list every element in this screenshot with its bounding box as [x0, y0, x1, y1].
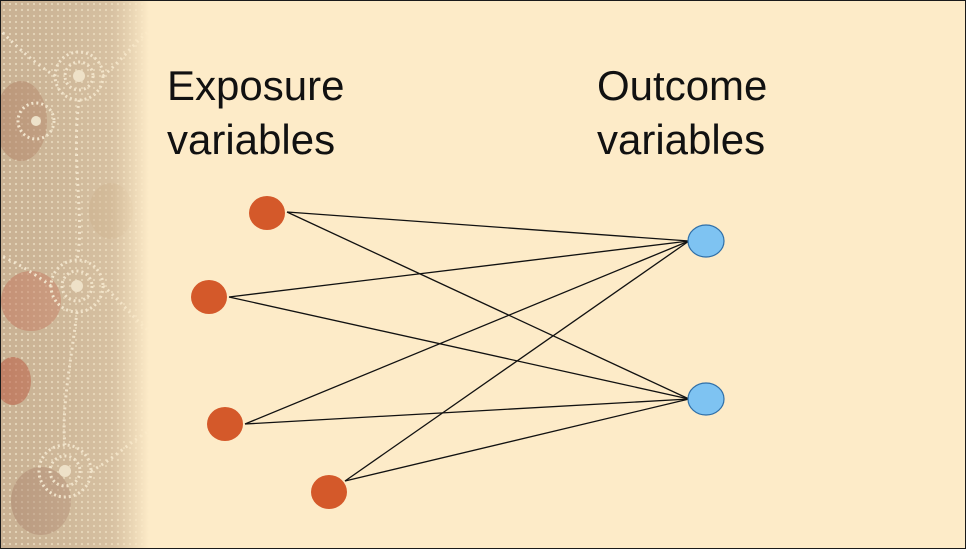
exposure-heading-line1: Exposure [167, 62, 345, 109]
edge-exposure-4-to-outcome-2 [344, 398, 690, 482]
dot-painting-artwork [1, 1, 149, 548]
edge-exposure-3-to-outcome-1 [244, 240, 690, 425]
outcome-variables-heading: Outcome variables [597, 59, 767, 167]
edge-exposure-2-to-outcome-1 [228, 240, 690, 298]
outcome-heading-line1: Outcome [597, 62, 768, 109]
exposure-variables-heading: Exposure variables [167, 59, 344, 167]
edge-exposure-2-to-outcome-2 [228, 296, 690, 400]
exposure-4-node [311, 475, 347, 509]
outcome-heading-line2: variables [597, 116, 766, 163]
outcome-1-node [687, 224, 725, 258]
exposure-2-node [191, 280, 227, 314]
edge-exposure-3-to-outcome-2 [244, 398, 690, 425]
edge-exposure-1-to-outcome-1 [286, 211, 690, 242]
exposure-heading-line2: variables [167, 116, 336, 163]
outcome-2-node [687, 382, 725, 416]
edge-exposure-4-to-outcome-1 [344, 240, 690, 482]
node-group [191, 196, 725, 509]
edge-exposure-1-to-outcome-2 [286, 211, 690, 400]
exposure-1-node [249, 196, 285, 230]
exposure-3-node [207, 407, 243, 441]
edge-group [228, 211, 690, 482]
